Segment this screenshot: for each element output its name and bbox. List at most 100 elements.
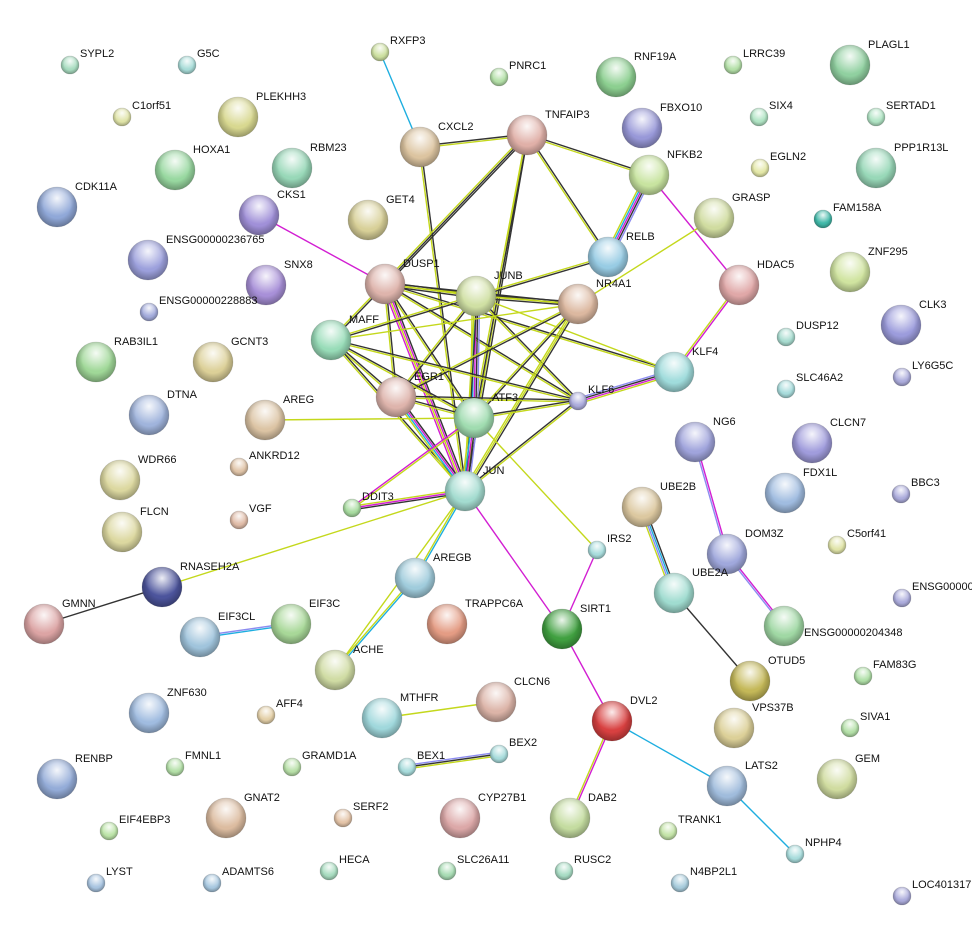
node-EIF3CL[interactable] <box>179 616 221 658</box>
node-BEX2[interactable] <box>489 744 509 764</box>
node-ANKRD12[interactable] <box>229 457 249 477</box>
node-KLF4[interactable] <box>653 351 695 393</box>
edge-JUNB-MAFF[interactable] <box>330 294 477 342</box>
node-SIX4[interactable] <box>749 107 769 127</box>
node-SERTAD1[interactable] <box>866 107 886 127</box>
edge-RELB-JUNB[interactable] <box>475 255 609 298</box>
node-BBC3[interactable] <box>891 484 911 504</box>
node-ENSG00000204348[interactable] <box>763 605 805 647</box>
node-UBE2A[interactable] <box>653 572 695 614</box>
node-EGR1[interactable] <box>375 376 417 418</box>
node-OTUD5[interactable] <box>729 660 771 702</box>
node-GEM[interactable] <box>816 758 858 800</box>
edge-GRASP-NR4A1[interactable] <box>577 217 715 305</box>
node-TNFAIP3[interactable] <box>506 114 548 156</box>
node-DOM3Z[interactable] <box>706 533 748 575</box>
node-SLC26A11[interactable] <box>437 861 457 881</box>
node-RBM23[interactable] <box>271 147 313 189</box>
node-VGF[interactable] <box>229 510 249 530</box>
node-AFF4[interactable] <box>256 705 276 725</box>
node-PPP1R13L[interactable] <box>855 147 897 189</box>
node-ACHE[interactable] <box>314 649 356 691</box>
edge-TNFAIP3-NFKB2[interactable] <box>526 133 650 177</box>
node-SNX8[interactable] <box>245 264 287 306</box>
node-NG6[interactable] <box>674 421 716 463</box>
node-DUSP1[interactable] <box>364 263 406 305</box>
node-TRAPPC6A[interactable] <box>426 603 468 645</box>
node-G5C[interactable] <box>177 55 197 75</box>
edge-AREGB-ACHE[interactable] <box>333 576 417 672</box>
node-NPHP4[interactable] <box>785 844 805 864</box>
node-SIRT1[interactable] <box>541 608 583 650</box>
node-FLCN[interactable] <box>101 511 143 553</box>
node-DAB2[interactable] <box>549 797 591 839</box>
node-RAB3IL1[interactable] <box>75 341 117 383</box>
node-FBXO10[interactable] <box>621 107 663 149</box>
node-AREG[interactable] <box>244 399 286 441</box>
node-GET4[interactable] <box>347 199 389 241</box>
edge-TNFAIP3-ATF3[interactable] <box>472 134 529 419</box>
node-SIVA1[interactable] <box>840 718 860 738</box>
node-SYPL2[interactable] <box>60 55 80 75</box>
node-ATF3[interactable] <box>453 397 495 439</box>
node-HDAC5[interactable] <box>718 264 760 306</box>
edge-DUSP1-KLF6[interactable] <box>384 282 579 403</box>
node-RENBP[interactable] <box>36 758 78 800</box>
node-VPS37B[interactable] <box>713 707 755 749</box>
node-AREGB[interactable] <box>394 557 436 599</box>
node-LRRC39[interactable] <box>723 55 743 75</box>
node-FAM158A[interactable] <box>813 209 833 229</box>
node-EIF4EBP3[interactable] <box>99 821 119 841</box>
node-CKS1[interactable] <box>238 194 280 236</box>
node-GMNN[interactable] <box>23 603 65 645</box>
node-C5orf41[interactable] <box>827 535 847 555</box>
edge-BEX1-BEX2[interactable] <box>406 751 500 770</box>
node-CLCN7[interactable] <box>791 422 833 464</box>
node-NR4A1[interactable] <box>557 283 599 325</box>
node-N4BP2L1[interactable] <box>670 873 690 893</box>
node-JUNB[interactable] <box>455 275 497 317</box>
edge-ATF3-DDIT3[interactable] <box>351 416 475 510</box>
node-NFKB2[interactable] <box>628 154 670 196</box>
node-JUN[interactable] <box>444 470 486 512</box>
edge-JUN-RNASEH2A[interactable] <box>161 490 466 588</box>
edge-JUNB-EGR1[interactable] <box>394 295 478 398</box>
edge-DUSP1-ATF3[interactable] <box>383 283 476 419</box>
node-DUSP12[interactable] <box>776 327 796 347</box>
edge-JUN-SIRT1[interactable] <box>464 490 563 630</box>
node-C1orf51[interactable] <box>112 107 132 127</box>
node-TRANK1[interactable] <box>658 821 678 841</box>
node-DVL2[interactable] <box>591 700 633 742</box>
edge-RNASEH2A-GMNN[interactable] <box>43 586 163 625</box>
node-GRASP[interactable] <box>693 197 735 239</box>
node-EGLN2[interactable] <box>750 158 770 178</box>
node-CYP27B1[interactable] <box>439 797 481 839</box>
node-ENSG00000228883[interactable] <box>139 302 159 322</box>
edge-TNFAIP3-RELB[interactable] <box>525 134 610 258</box>
node-CDK11A[interactable] <box>36 186 78 228</box>
node-FDX1L[interactable] <box>764 472 806 514</box>
edge-JUNB-KLF4[interactable] <box>475 295 675 373</box>
node-IRS2[interactable] <box>587 540 607 560</box>
edge-JUN-KLF6[interactable] <box>464 399 579 493</box>
node-LATS2[interactable] <box>706 765 748 807</box>
node-RUSC2[interactable] <box>554 861 574 881</box>
node-MAFF[interactable] <box>310 319 352 361</box>
node-FAM83G[interactable] <box>853 666 873 686</box>
node-ZNF295[interactable] <box>829 251 871 293</box>
node-GRAMD1A[interactable] <box>282 757 302 777</box>
node-ENSG00000[interactable] <box>892 588 912 608</box>
edge-MAFF-KLF6[interactable] <box>330 338 579 403</box>
node-LYST[interactable] <box>86 873 106 893</box>
node-BEX1[interactable] <box>397 757 417 777</box>
node-RNF19A[interactable] <box>595 56 637 98</box>
edge-DVL2-LATS2[interactable] <box>611 720 728 787</box>
node-GCNT3[interactable] <box>192 341 234 383</box>
node-CLCN6[interactable] <box>475 681 517 723</box>
node-ADAMTS6[interactable] <box>202 873 222 893</box>
node-FMNL1[interactable] <box>165 757 185 777</box>
node-SERF2[interactable] <box>333 808 353 828</box>
node-ZNF630[interactable] <box>128 692 170 734</box>
edge-JUNB-KLF6[interactable] <box>474 294 580 403</box>
node-UBE2B[interactable] <box>621 486 663 528</box>
